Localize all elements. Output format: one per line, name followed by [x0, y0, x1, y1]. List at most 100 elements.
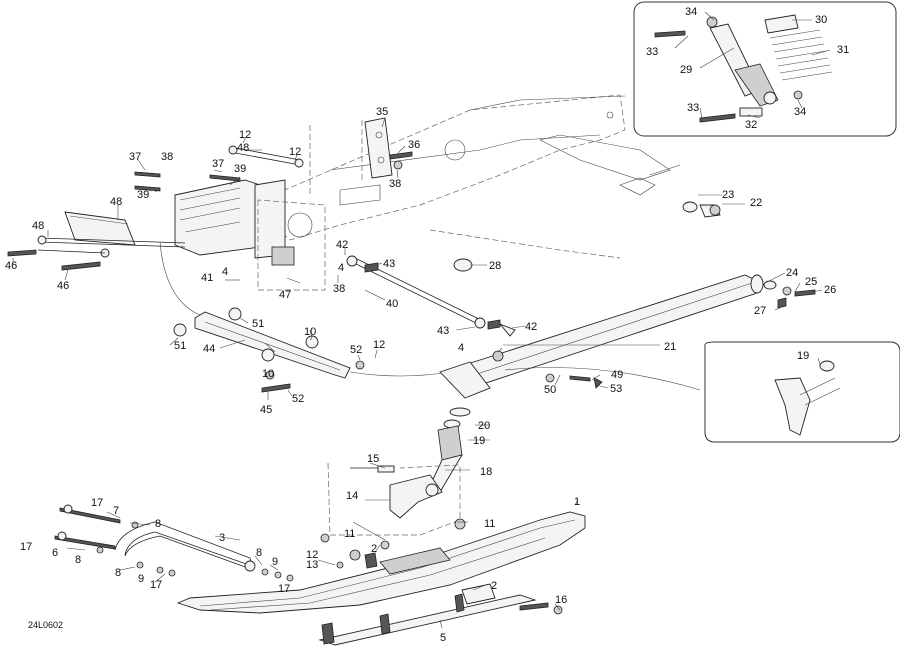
callout-42: 42 — [336, 239, 348, 251]
callout-51: 51 — [252, 318, 264, 330]
callout-38: 38 — [389, 178, 401, 190]
callout-38: 38 — [333, 283, 345, 295]
callout-1: 1 — [574, 496, 580, 508]
callout-28: 28 — [489, 260, 501, 272]
callout-22: 22 — [750, 197, 762, 209]
spindle — [427, 407, 471, 493]
callout-10: 10 — [304, 326, 316, 338]
callout-48: 48 — [110, 196, 122, 208]
callout-23: 23 — [722, 189, 734, 201]
runner — [318, 583, 563, 646]
callout-44: 44 — [203, 343, 215, 355]
callout-12: 12 — [306, 549, 318, 561]
callout-43: 43 — [383, 258, 395, 270]
callout-21: 21 — [664, 341, 676, 353]
drawing-code: 24L0602 — [28, 620, 63, 630]
callout-12: 12 — [239, 129, 251, 141]
callout-52: 52 — [292, 393, 304, 405]
callout-35: 35 — [376, 106, 388, 118]
callout-11: 11 — [484, 518, 495, 530]
callout-11: 11 — [344, 528, 355, 540]
callout-4: 4 — [458, 342, 464, 354]
callout-7: 7 — [113, 505, 119, 517]
callout-numbers: 1 2 2 3 4 4 4 5 6 7 8 8 8 8 9 9 10 10 11… — [5, 6, 849, 644]
callout-25: 25 — [805, 276, 817, 288]
detail-inset — [704, 341, 900, 443]
ski-fasteners — [320, 518, 466, 569]
callout-12: 12 — [373, 339, 385, 351]
upright-support — [364, 117, 413, 179]
callout-17: 17 — [278, 583, 290, 595]
callout-33: 33 — [646, 46, 658, 58]
callout-8: 8 — [115, 567, 121, 579]
leader-lines — [12, 11, 831, 629]
ski — [176, 511, 586, 614]
tie-rod — [346, 255, 516, 337]
callout-49: 49 — [611, 369, 623, 381]
callout-33: 33 — [687, 102, 699, 114]
callout-42: 42 — [525, 321, 537, 333]
callout-39: 39 — [234, 163, 246, 175]
callout-9: 9 — [138, 573, 144, 585]
callout-24: 24 — [786, 267, 798, 279]
callout-46: 46 — [5, 260, 17, 272]
callout-2: 2 — [491, 580, 497, 592]
callout-53: 53 — [610, 383, 622, 395]
callout-52: 52 — [350, 344, 362, 356]
callout-34: 34 — [685, 6, 697, 18]
callout-27: 27 — [754, 305, 766, 317]
shock-inset — [633, 1, 897, 137]
callout-32: 32 — [745, 119, 757, 131]
callout-50: 50 — [544, 384, 556, 396]
callout-37: 37 — [129, 151, 141, 163]
callout-48: 48 — [237, 142, 249, 154]
callout-40: 40 — [386, 298, 398, 310]
callout-2: 2 — [371, 543, 377, 555]
arm-fasteners — [763, 280, 816, 309]
left-plate — [7, 211, 186, 271]
callout-8: 8 — [256, 547, 262, 559]
callout-20: 20 — [478, 420, 490, 432]
callout-46: 46 — [57, 280, 69, 292]
callout-34: 34 — [794, 106, 806, 118]
callout-45: 45 — [260, 404, 272, 416]
upper-link — [134, 145, 304, 192]
bracket-assembly — [174, 120, 363, 291]
bushings — [682, 201, 721, 218]
pivot-block — [327, 462, 461, 536]
callout-18: 18 — [480, 466, 492, 478]
callout-39: 39 — [137, 189, 149, 201]
lower-link — [159, 241, 451, 393]
callout-31: 31 — [837, 44, 849, 56]
callout-13: 13 — [306, 559, 318, 571]
callout-36: 36 — [408, 139, 420, 151]
callout-37: 37 — [212, 158, 224, 170]
callout-12: 12 — [289, 146, 301, 158]
chassis-frame — [249, 94, 681, 259]
callout-4: 4 — [222, 266, 228, 278]
callout-9: 9 — [272, 556, 278, 568]
callout-47: 47 — [279, 289, 291, 301]
callout-3: 3 — [219, 532, 225, 544]
callout-8: 8 — [155, 518, 161, 530]
callout-41: 41 — [201, 272, 213, 284]
trailing-arm — [439, 274, 764, 399]
callout-6: 6 — [52, 547, 58, 559]
callout-14: 14 — [346, 490, 358, 502]
callout-29: 29 — [680, 64, 692, 76]
callout-38: 38 — [161, 151, 173, 163]
callout-10: 10 — [262, 368, 274, 380]
callout-4: 4 — [338, 262, 344, 274]
callout-30: 30 — [815, 14, 827, 26]
callout-51: 51 — [174, 340, 186, 352]
callout-17: 17 — [20, 541, 32, 553]
callout-5: 5 — [440, 632, 446, 644]
callout-15: 15 — [367, 453, 379, 465]
callout-8: 8 — [75, 554, 81, 566]
callout-26: 26 — [824, 284, 836, 296]
ski-handle — [54, 504, 294, 582]
plug-cap — [453, 258, 473, 272]
callout-19: 19 — [797, 350, 809, 362]
